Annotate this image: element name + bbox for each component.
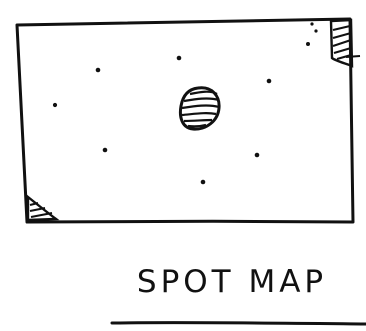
hatched-blob-icon xyxy=(180,88,219,129)
dot-icon xyxy=(314,29,317,32)
dot-icon xyxy=(310,22,313,25)
dot-icon xyxy=(201,180,206,185)
corner-hatch-icon xyxy=(28,197,56,220)
map-caption: SPOT MAP xyxy=(112,262,352,302)
dot-icon xyxy=(96,68,101,73)
dot-icon xyxy=(103,148,108,153)
spots xyxy=(53,22,318,184)
dot-icon xyxy=(177,56,182,61)
dot-icon xyxy=(267,79,272,84)
dot-icon xyxy=(306,42,310,46)
dot-icon xyxy=(255,153,260,158)
corner-hatch-icon xyxy=(331,20,360,66)
caption-underline xyxy=(112,323,366,324)
dot-icon xyxy=(53,103,57,107)
